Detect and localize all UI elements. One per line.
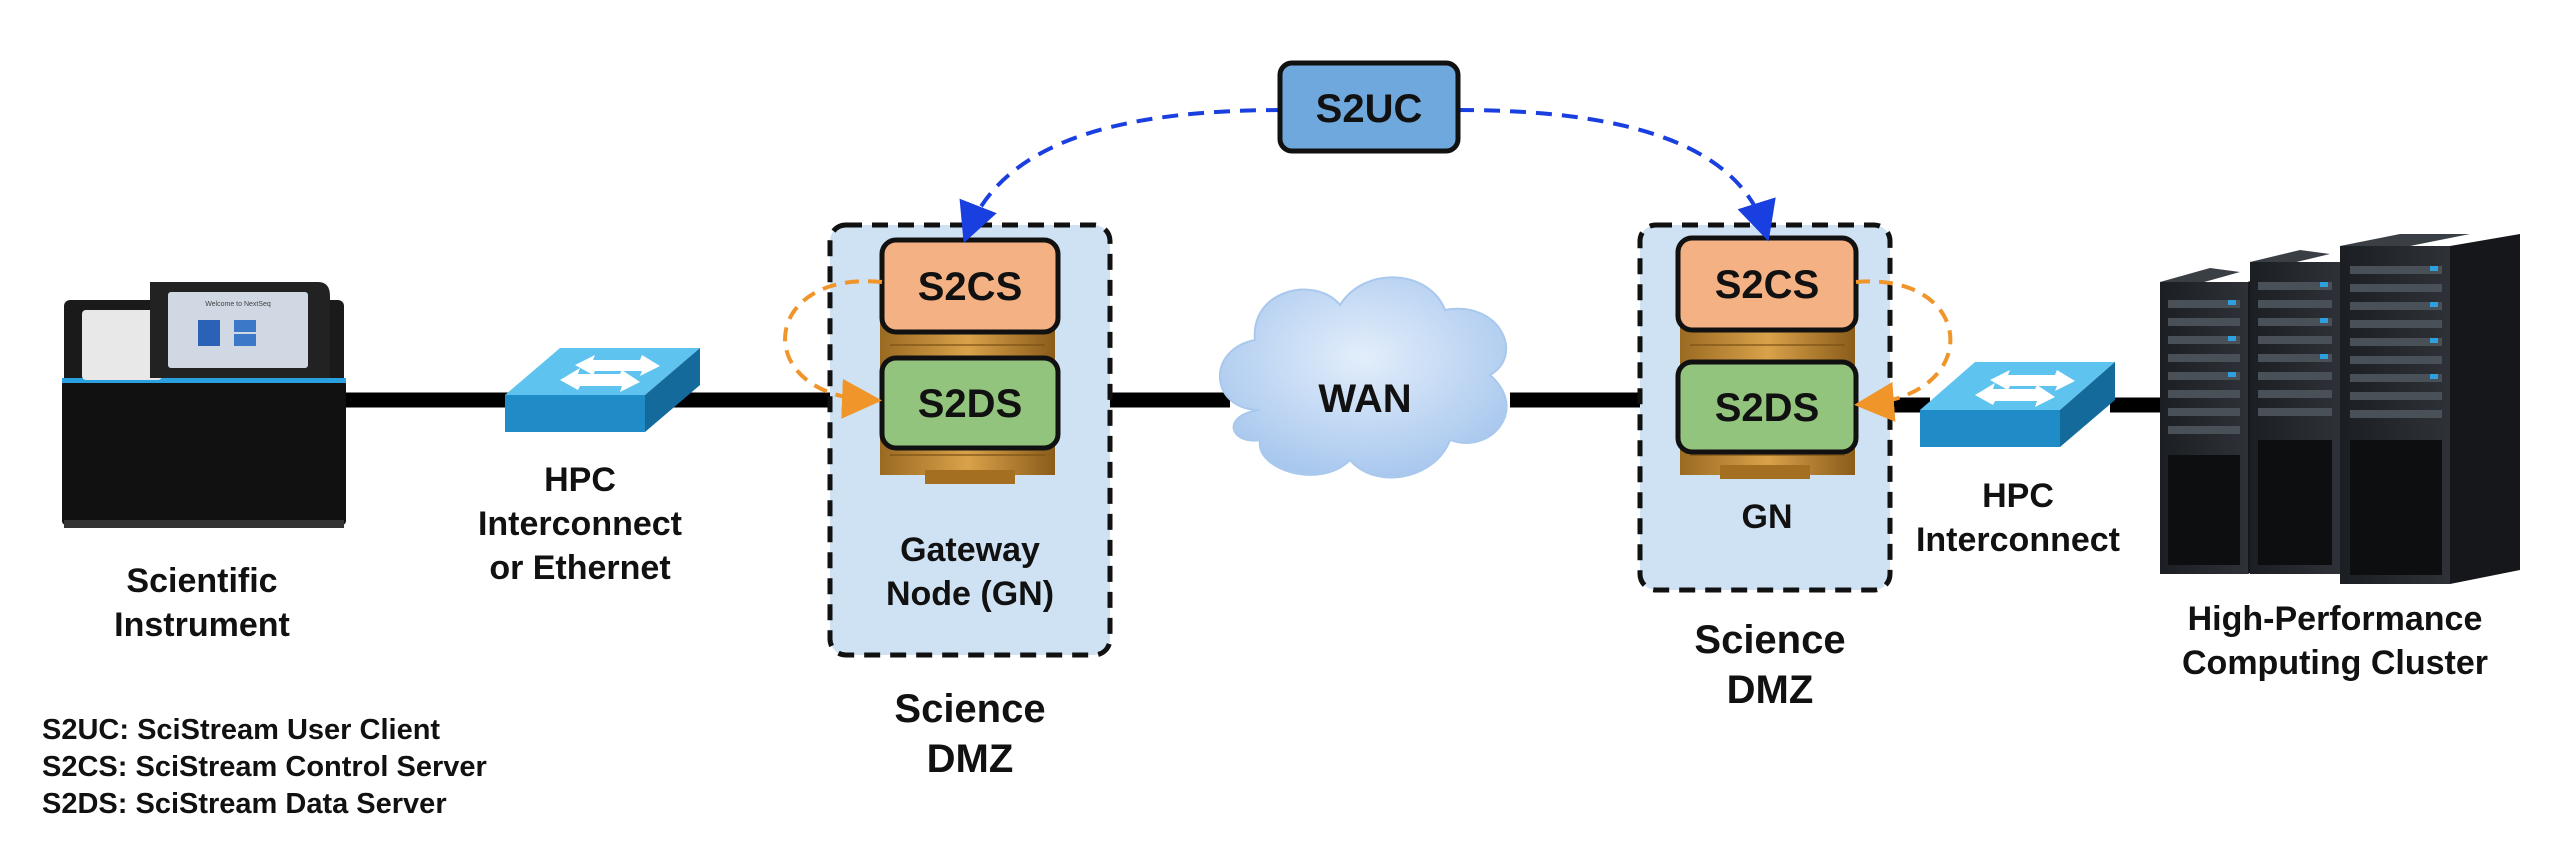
switch-left-label-line3: or Ethernet (489, 549, 670, 587)
svg-text:Welcome to NextSeq: Welcome to NextSeq (205, 301, 271, 308)
dmz-right-label-line2: DMZ (1727, 668, 1814, 712)
dmz-right-label-line1: Science (1694, 618, 1845, 662)
control-arrow-to-left-gateway (959, 108, 1283, 244)
dmz-left-label-line2: DMZ (927, 737, 1014, 781)
wan-cloud-icon (1218, 276, 1508, 479)
switch-right-label-line1: HPC (1982, 477, 2054, 515)
control-data-arrow-right (1854, 279, 1953, 422)
instrument-label-line2: Instrument (114, 606, 290, 644)
control-arrow-to-right-gateway (1457, 108, 1776, 242)
gateway-left-label-line1: Gateway (900, 531, 1040, 569)
wan-label: WAN (1318, 377, 1411, 421)
s2cs-left-label: S2CS (918, 265, 1023, 309)
switch-left-label-line1: HPC (544, 461, 616, 499)
network-switch-left-icon (505, 348, 700, 432)
legend-item-s2cs: S2CS: SciStream Control Server (42, 751, 487, 783)
switch-right-label-line2: Interconnect (1916, 521, 2120, 559)
dmz-left-label-line1: Science (894, 687, 1045, 731)
switch-left-label-line2: Interconnect (478, 505, 682, 543)
cluster-label-line1: High-Performance (2188, 600, 2483, 638)
legend-item-s2uc: S2UC: SciStream User Client (42, 714, 441, 746)
instrument-label-line1: Scientific (126, 562, 277, 600)
legend: S2UC: SciStream User Client S2CS: SciStr… (42, 712, 487, 823)
network-switch-right-icon (1920, 362, 2115, 447)
s2uc-box (1277, 60, 1461, 154)
legend-item-s2ds: S2DS: SciStream Data Server (42, 788, 447, 820)
hpc-cluster-icon (2160, 234, 2520, 584)
scientific-instrument-icon: Welcome to NextSeq (62, 282, 346, 528)
s2ds-left-box (879, 355, 1061, 451)
gateway-left-label-line2: Node (GN) (886, 575, 1054, 613)
gateway-right-label: GN (1742, 498, 1793, 536)
control-data-arrow-left (783, 279, 883, 419)
s2cs-right-label: S2CS (1715, 263, 1820, 307)
s2uc-label: S2UC (1316, 87, 1423, 131)
s2ds-right-label: S2DS (1715, 386, 1820, 430)
cluster-label-line2: Computing Cluster (2182, 644, 2488, 682)
s2ds-left-label: S2DS (918, 382, 1023, 426)
